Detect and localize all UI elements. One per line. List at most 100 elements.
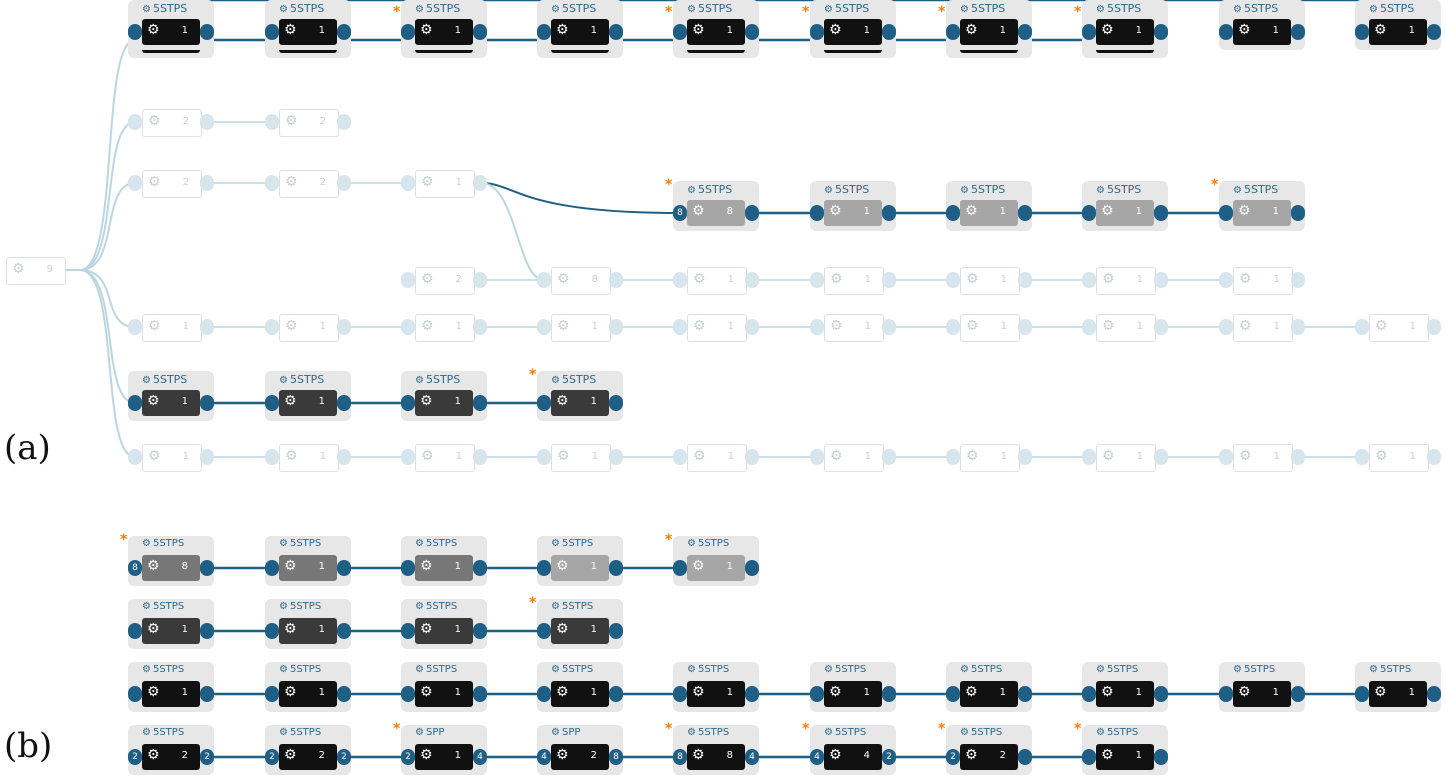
output-port[interactable] [337, 24, 351, 40]
node-body[interactable]: ⚙︎1 [824, 19, 882, 45]
node-body[interactable]: ⚙︎2 [960, 744, 1018, 770]
output-port[interactable] [200, 114, 214, 130]
pipeline-node[interactable]: ⚙︎1 [401, 295, 487, 345]
pipeline-node[interactable]: ⚙︎1 [1082, 425, 1168, 475]
output-port[interactable] [200, 24, 214, 40]
output-port[interactable] [609, 449, 623, 465]
input-port[interactable] [128, 449, 142, 465]
node-body[interactable]: ⚙︎8 [142, 555, 200, 581]
node-body[interactable]: ⚙︎2 [551, 744, 609, 770]
node-body[interactable]: ⚙︎2 [279, 109, 339, 137]
node-body[interactable]: ⚙︎8 [551, 267, 611, 295]
output-port[interactable] [1291, 205, 1305, 221]
input-port[interactable] [810, 686, 824, 702]
output-port[interactable] [1291, 686, 1305, 702]
output-port[interactable]: 8 [609, 749, 623, 765]
node-body[interactable]: ⚙︎1 [415, 444, 475, 472]
input-port[interactable] [401, 560, 415, 576]
output-port[interactable]: 2 [337, 749, 351, 765]
output-port[interactable] [200, 175, 214, 191]
input-port[interactable] [946, 449, 960, 465]
input-port[interactable] [1082, 686, 1096, 702]
pipeline-node[interactable]: ⚙︎1 [1219, 425, 1305, 475]
input-port[interactable] [1355, 686, 1369, 702]
pipeline-node[interactable]: ⚙5STPS⚙︎1 [1082, 181, 1168, 231]
input-port[interactable] [1219, 686, 1233, 702]
input-port[interactable] [1219, 205, 1233, 221]
pipeline-node[interactable]: ⚙︎2 [128, 90, 214, 140]
input-port[interactable] [537, 395, 551, 411]
input-port[interactable] [401, 175, 415, 191]
output-port[interactable] [473, 272, 487, 288]
input-port[interactable] [1082, 205, 1096, 221]
node-body[interactable]: ⚙︎2 [279, 744, 337, 770]
node-body[interactable]: ⚙︎1 [1233, 19, 1291, 45]
node-body[interactable]: ⚙︎1 [142, 681, 200, 707]
node-body[interactable]: ⚙︎2 [279, 170, 339, 198]
pipeline-node[interactable]: ⚙5STPS⚙︎1 [401, 599, 487, 649]
input-port[interactable] [537, 24, 551, 40]
node-body[interactable]: ⚙︎1 [415, 314, 475, 342]
node-body[interactable]: ⚙︎1 [142, 618, 200, 644]
node-body[interactable]: ⚙︎1 [551, 618, 609, 644]
input-port[interactable] [265, 686, 279, 702]
node-body[interactable]: ⚙︎1 [1096, 314, 1156, 342]
output-port[interactable] [1018, 205, 1032, 221]
output-port[interactable] [200, 623, 214, 639]
input-port[interactable] [128, 395, 142, 411]
pipeline-node[interactable]: ⚙5STPS⚙︎1 [673, 662, 759, 712]
output-port[interactable] [337, 686, 351, 702]
pipeline-node[interactable]: ⚙5STPS⚙︎1 [265, 0, 351, 50]
pipeline-node[interactable]: ⚙5STPS⚙︎1 [1355, 662, 1441, 712]
input-port[interactable]: 2 [401, 749, 415, 765]
pipeline-node[interactable]: ⚙5STPS⚙︎1 [537, 536, 623, 586]
input-port[interactable] [1082, 319, 1096, 335]
input-port[interactable] [810, 319, 824, 335]
node-body[interactable]: ⚙︎2 [142, 170, 202, 198]
pipeline-node[interactable]: ⚙5STPS⚙︎1 [401, 536, 487, 586]
pipeline-node[interactable]: ⚙︎1 [810, 248, 896, 298]
input-port[interactable] [401, 395, 415, 411]
output-port[interactable] [200, 449, 214, 465]
input-port[interactable] [401, 449, 415, 465]
input-port[interactable] [1219, 24, 1233, 40]
pipeline-node[interactable]: ⚙5STPS⚙︎1 [1082, 0, 1168, 50]
input-port[interactable] [537, 272, 551, 288]
input-port[interactable] [401, 623, 415, 639]
node-body[interactable]: ⚙︎1 [415, 681, 473, 707]
node-body[interactable]: ⚙︎1 [960, 19, 1018, 45]
output-port[interactable] [337, 395, 351, 411]
pipeline-node[interactable]: ⚙5STPS⚙︎1 [810, 0, 896, 50]
output-port[interactable] [1154, 319, 1168, 335]
output-port[interactable] [200, 686, 214, 702]
output-port[interactable] [1018, 449, 1032, 465]
input-port[interactable] [1082, 24, 1096, 40]
output-port[interactable] [337, 319, 351, 335]
node-body[interactable]: ⚙︎1 [279, 555, 337, 581]
pipeline-node[interactable]: ⚙5STPS⚙︎1 [401, 0, 487, 50]
pipeline-node[interactable]: ⚙5STPS⚙︎1 [946, 0, 1032, 50]
output-port[interactable] [609, 319, 623, 335]
node-body[interactable]: ⚙︎1 [415, 19, 473, 45]
output-port[interactable] [745, 272, 759, 288]
output-port[interactable] [1291, 272, 1305, 288]
pipeline-node[interactable]: ⚙︎1 [1219, 248, 1305, 298]
pipeline-node[interactable]: ⚙5STPS⚙︎1 [673, 0, 759, 50]
root-node-body[interactable]: ⚙︎9 [6, 257, 66, 285]
pipeline-node[interactable]: ⚙5STPS⚙︎1 [1082, 662, 1168, 712]
input-port[interactable] [265, 24, 279, 40]
output-port[interactable] [609, 686, 623, 702]
pipeline-node[interactable]: ⚙︎2 [265, 151, 351, 201]
pipeline-node[interactable]: ⚙︎1 [673, 248, 759, 298]
pipeline-node[interactable]: ⚙︎2 [401, 248, 487, 298]
node-body[interactable]: ⚙︎1 [824, 200, 882, 226]
pipeline-node[interactable]: ⚙︎1 [1355, 295, 1441, 345]
output-port[interactable] [1018, 686, 1032, 702]
pipeline-node[interactable]: ⚙5STPS⚙︎1 [265, 599, 351, 649]
input-port[interactable] [946, 272, 960, 288]
pipeline-node[interactable]: ⚙5STPS*⚙︎1 [529, 367, 623, 421]
pipeline-node[interactable]: ⚙︎2 [265, 90, 351, 140]
input-port[interactable] [673, 24, 687, 40]
output-port[interactable] [882, 272, 896, 288]
